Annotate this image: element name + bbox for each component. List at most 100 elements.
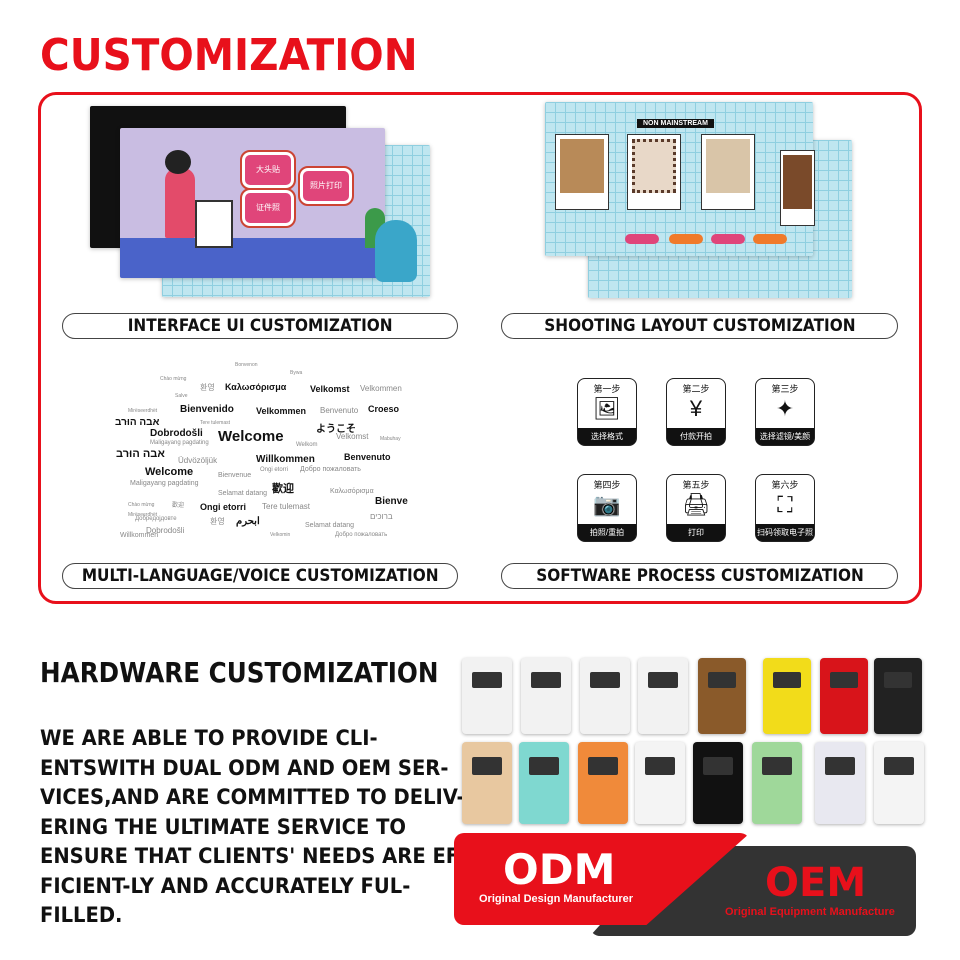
language-word: Welcome (145, 466, 194, 478)
step-label: 付款开拍 (667, 428, 725, 445)
photo-booth-machine (752, 742, 802, 824)
language-word: Chào mừng (128, 502, 155, 508)
step-label: 打印 (667, 524, 725, 541)
step-number: 第一步 (593, 384, 621, 394)
image-icon: 🖼 (593, 396, 621, 421)
step-label: 拍照/重拍 (578, 524, 636, 541)
step-number: 第六步 (771, 480, 799, 490)
photo-booth-machine (693, 742, 743, 824)
language-word: Dobrodošli (150, 428, 203, 439)
language-word: Bienve (375, 496, 408, 507)
language-word: אבה הוּרב (115, 417, 160, 428)
language-word: ようこそ (316, 424, 356, 435)
language-word: 歡迎 (172, 503, 185, 509)
language-word: Selamat datang (218, 490, 268, 497)
oem-title: OEM (765, 860, 867, 906)
photo-booth-machine (698, 658, 746, 734)
ui-mock-button: 照片打印 (310, 181, 342, 190)
language-word: Maligayang pagdating (130, 480, 199, 487)
language-word: Добредојдовте (135, 516, 177, 522)
card-label-multi-language: MULTI-LANGUAGE/VOICE CUSTOMIZATION (62, 563, 458, 589)
language-word: Ongi etorri (200, 502, 247, 512)
page-title: CUSTOMIZATION (40, 30, 418, 81)
process-step: 第一步 🖼 选择格式 (577, 378, 637, 446)
printer-icon: 🖨 (682, 492, 710, 517)
step-label: 扫码领取电子照 (756, 524, 814, 541)
language-word: Bonvenon (235, 362, 258, 368)
step-number: 第四步 (593, 480, 621, 490)
language-word: Velkomst (310, 384, 350, 394)
language-word: Üdvözöljük (178, 456, 218, 465)
card-label-software-process: SOFTWARE PROCESS CUSTOMIZATION (501, 563, 898, 589)
step-number: 第二步 (682, 384, 710, 394)
language-word: Maligayang pagdating (150, 440, 209, 446)
odm-title: ODM (503, 845, 616, 894)
language-word: 환영 (210, 517, 225, 526)
language-word: Добро пожаловать (335, 532, 388, 538)
language-word: Mabuhay (380, 436, 401, 442)
step-number: 第三步 (771, 384, 799, 394)
language-word: Καλωσόρισμα (330, 488, 374, 495)
photo-booth-machine (635, 742, 685, 824)
hardware-description: WE ARE ABLE TO PROVIDE CLI- ENTSWITH DUA… (40, 726, 467, 927)
customization-panel (38, 92, 922, 604)
card-label-interface: INTERFACE UI CUSTOMIZATION (62, 313, 458, 339)
photo-booth-machine (462, 658, 512, 734)
card-label-shooting-layout: SHOOTING LAYOUT CUSTOMIZATION (501, 313, 898, 339)
process-step: 第四步 📷 拍照/重拍 (577, 474, 637, 542)
language-word: Καλωσόρισμα (225, 382, 287, 392)
language-word: Mirëseerdhët (128, 512, 158, 518)
language-word: Velkommen (256, 406, 307, 416)
language-word: Willkommen (256, 454, 315, 465)
language-word: Benvenuto (320, 406, 359, 415)
photo-booth-machine (820, 658, 868, 734)
photo-booth-machine (874, 658, 922, 734)
photo-booth-machine (580, 658, 630, 734)
photo-booth-machine (815, 742, 865, 824)
language-word: Benvenuto (344, 452, 391, 462)
yen-coin-icon: ¥ (689, 396, 703, 421)
language-word: Bywa (290, 370, 303, 376)
language-word: Tere tulemast (262, 502, 311, 511)
language-word: Bienvenue (218, 472, 252, 479)
step-label: 选择格式 (578, 428, 636, 445)
language-word: 歡迎 (272, 483, 294, 495)
language-word: Добро пожаловать (300, 466, 361, 473)
ui-mock-button: 大头贴 (256, 165, 280, 174)
odm-subtitle: Original Design Manufacturer (479, 893, 634, 905)
language-word: Croeso (368, 404, 400, 414)
language-word: Welcome (218, 428, 284, 445)
language-word: Willkommen (120, 532, 159, 539)
magic-wand-icon: ✦ (775, 396, 795, 421)
photo-booth-machine (638, 658, 688, 734)
language-word: Chào mừng (160, 376, 187, 382)
language-word: Mirëseerdhët (128, 408, 158, 414)
process-step: 第五步🖨打印 (666, 474, 726, 542)
step-label: 选择滤镜/美颜 (756, 428, 814, 445)
oem-subtitle: Original Equipment Manufacture (725, 906, 895, 918)
language-word: Bienvenido (180, 404, 234, 415)
photo-booth-machine (578, 742, 628, 824)
language-word: Velkommen (360, 384, 402, 393)
language-word: Welkom (296, 442, 318, 448)
language-word: Ongi etorri (260, 467, 289, 473)
language-word: Velkomst (336, 432, 369, 441)
process-step: 第二步 ¥ 付款开拍 (666, 378, 726, 446)
language-word: Velkomin (270, 532, 291, 538)
language-word: ابحرم (236, 516, 260, 527)
language-word: Selamat datang (305, 522, 355, 529)
photo-booth-machine (874, 742, 924, 824)
language-word: אבה הוּרב (116, 448, 165, 460)
process-step: 第六步 ⛶ 扫码领取电子照 (755, 474, 815, 542)
camera-icon: 📷 (593, 492, 621, 517)
language-word: 환영 (200, 383, 215, 392)
layout-banner: NON MAINSTREAM (637, 119, 714, 128)
scan-icon: ⛶ (777, 492, 793, 517)
photo-booth-machine (519, 742, 569, 824)
language-word: Salve (175, 393, 188, 399)
photo-booth-machine (521, 658, 571, 734)
photo-booth-machine (763, 658, 811, 734)
hardware-title: HARDWARE CUSTOMIZATION (40, 656, 439, 689)
ui-mock-button: 证件照 (256, 203, 280, 212)
